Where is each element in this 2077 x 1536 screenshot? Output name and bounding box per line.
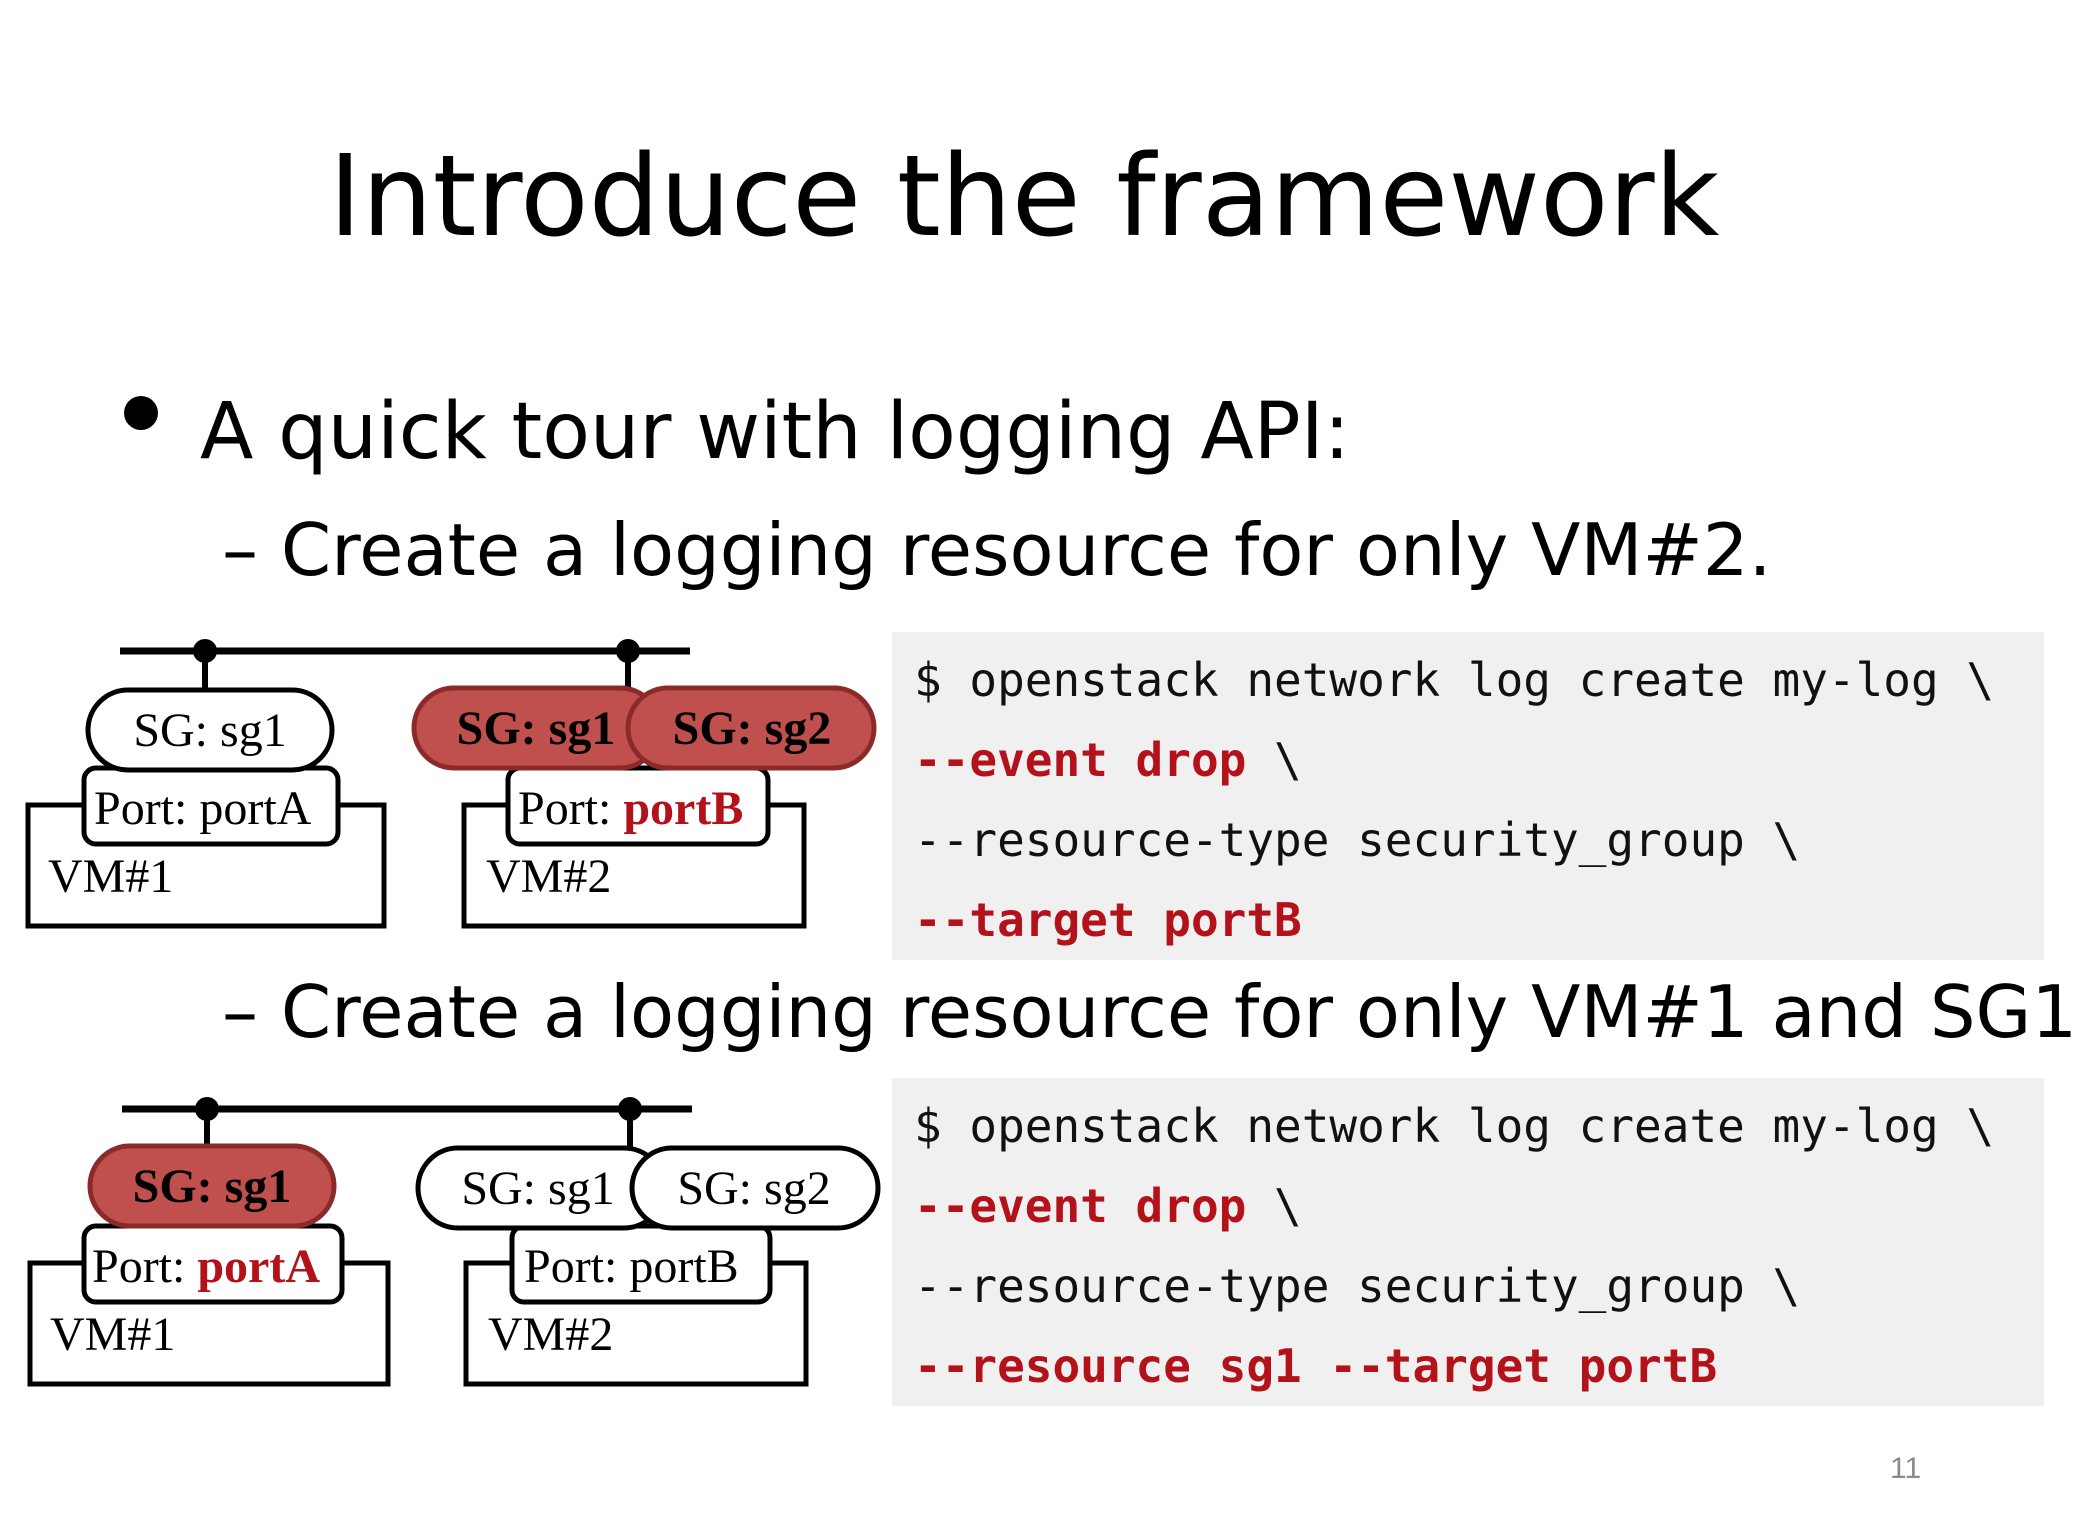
code-line: $ openstack network log create my-log \ <box>914 653 1995 707</box>
vm2-label: VM#2 <box>488 1308 613 1361</box>
sg-sg1-mid-label: SG: sg1 <box>457 702 616 755</box>
sg-sg2-right <box>629 1145 881 1231</box>
vm2-label: VM#2 <box>486 850 611 903</box>
sg-sg2-right-label: SG: sg2 <box>673 702 832 755</box>
diagram-vm1-sg1-logging: VM#1 Port: portA SG: sg1 VM#2 Port: port… <box>27 1097 881 1387</box>
sg-sg1-left-label: SG: sg1 <box>133 704 286 757</box>
port-a-label: Port: portA <box>92 1240 320 1293</box>
code-line: --resource sg1 --target portB <box>914 1336 1717 1396</box>
vm1-box <box>25 802 387 929</box>
code-flag-red: --event drop <box>914 733 1247 787</box>
sub-bullet-2: – Create a logging resource for only VM#… <box>222 970 2077 1054</box>
code-block-1: $ openstack network log create my-log \ … <box>892 632 2044 960</box>
code-line: --resource-type security_group \ <box>914 813 1801 867</box>
port-a-label: Port: portA <box>94 782 312 835</box>
sg-sg1-mid-label: SG: sg1 <box>461 1162 614 1215</box>
code-flag-red: --resource sg1 --target portB <box>914 1339 1718 1393</box>
code-flag-red: --target portB <box>914 893 1302 947</box>
vm1-label: VM#1 <box>50 1308 175 1361</box>
code-line: --event drop \ <box>914 1176 1302 1236</box>
vm2-box <box>463 1260 809 1387</box>
bullet-text: A quick tour with logging API: <box>200 387 1351 477</box>
vm2-box <box>461 802 807 929</box>
code-line: --resource-type security_group \ <box>914 1259 1801 1313</box>
code-line: --target portB <box>914 890 1302 950</box>
port-b-label: Port: portB <box>518 782 743 835</box>
code-block-2: $ openstack network log create my-log \ … <box>892 1078 2044 1406</box>
code-flag-red: --event drop <box>914 1179 1247 1233</box>
code-continuation: \ <box>1246 733 1302 787</box>
page-number: 11 <box>1890 1452 1922 1485</box>
code-line: $ openstack network log create my-log \ <box>914 1099 1995 1153</box>
code-continuation: \ <box>1246 1179 1302 1233</box>
bullet-dot <box>124 396 158 430</box>
sg-sg2-right-label: SG: sg2 <box>677 1162 830 1215</box>
port-b-box <box>505 765 771 847</box>
code-line: --event drop \ <box>914 730 1302 790</box>
sub-bullet-1: – Create a logging resource for only VM#… <box>222 508 1772 592</box>
sg-sg1-left-label: SG: sg1 <box>133 1160 292 1213</box>
port-b-label: Port: portB <box>524 1240 739 1293</box>
slide-title: Introduce the framework <box>328 132 1720 262</box>
diagram-vm2-logging: VM#1 Port: portA SG: sg1 VM#2 Port: port… <box>25 639 877 929</box>
sg-sg1-highlighted <box>87 1143 337 1229</box>
vm1-box <box>27 1260 391 1387</box>
vm1-label: VM#1 <box>48 850 173 903</box>
sg-sg1-left <box>85 687 335 773</box>
sg-sg2-highlighted <box>625 685 877 771</box>
